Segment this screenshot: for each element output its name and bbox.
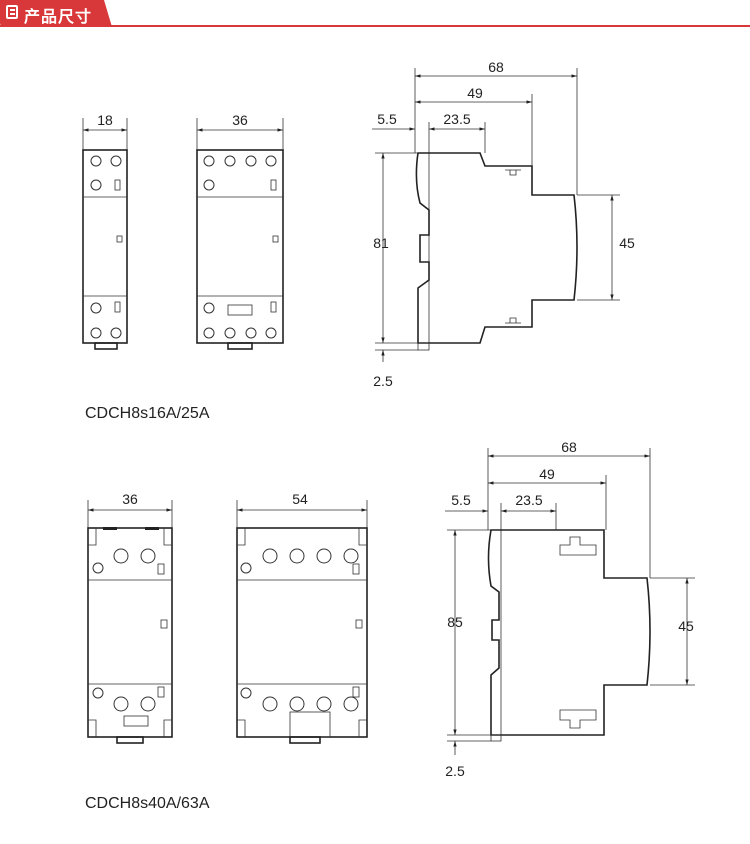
depth-total-label: 68 [561, 439, 577, 455]
side-view-large: 68 49 5.5 23.5 85 2.5 45 [445, 439, 695, 779]
section-title: 产品尺寸 [24, 9, 93, 26]
header-tab: 产品尺寸 [0, 0, 112, 27]
width-label: 36 [122, 491, 138, 507]
side-view-small: 68 49 5.5 23.5 81 2.5 45 [372, 59, 635, 389]
model-label: CDCH8s16A/25A [85, 405, 210, 422]
depth-mid-label: 49 [539, 466, 555, 482]
width-label: 18 [97, 112, 113, 128]
header-divider [0, 25, 750, 27]
depth-front-label: 23.5 [515, 492, 542, 508]
front-view-2pole-small: 18 [82, 112, 128, 350]
front-view-4pole-large: 54 [236, 491, 368, 744]
front-view-4pole-small: 36 [196, 112, 284, 350]
rail-label: 2.5 [445, 763, 465, 779]
front-view-2pole-large: 36 [87, 491, 173, 744]
document-icon [6, 5, 18, 19]
offset-label: 5.5 [451, 492, 471, 508]
rail-label: 2.5 [373, 373, 393, 389]
front-height-label: 45 [619, 235, 635, 251]
front-height-label: 45 [678, 618, 694, 634]
model-label: CDCH8s40A/63A [85, 795, 210, 812]
height-label: 81 [373, 235, 389, 251]
width-label: 36 [232, 112, 248, 128]
depth-front-label: 23.5 [443, 111, 470, 127]
width-label: 54 [292, 491, 308, 507]
depth-mid-label: 49 [467, 85, 483, 101]
height-label: 85 [447, 614, 463, 630]
offset-label: 5.5 [377, 111, 397, 127]
depth-total-label: 68 [488, 59, 504, 75]
